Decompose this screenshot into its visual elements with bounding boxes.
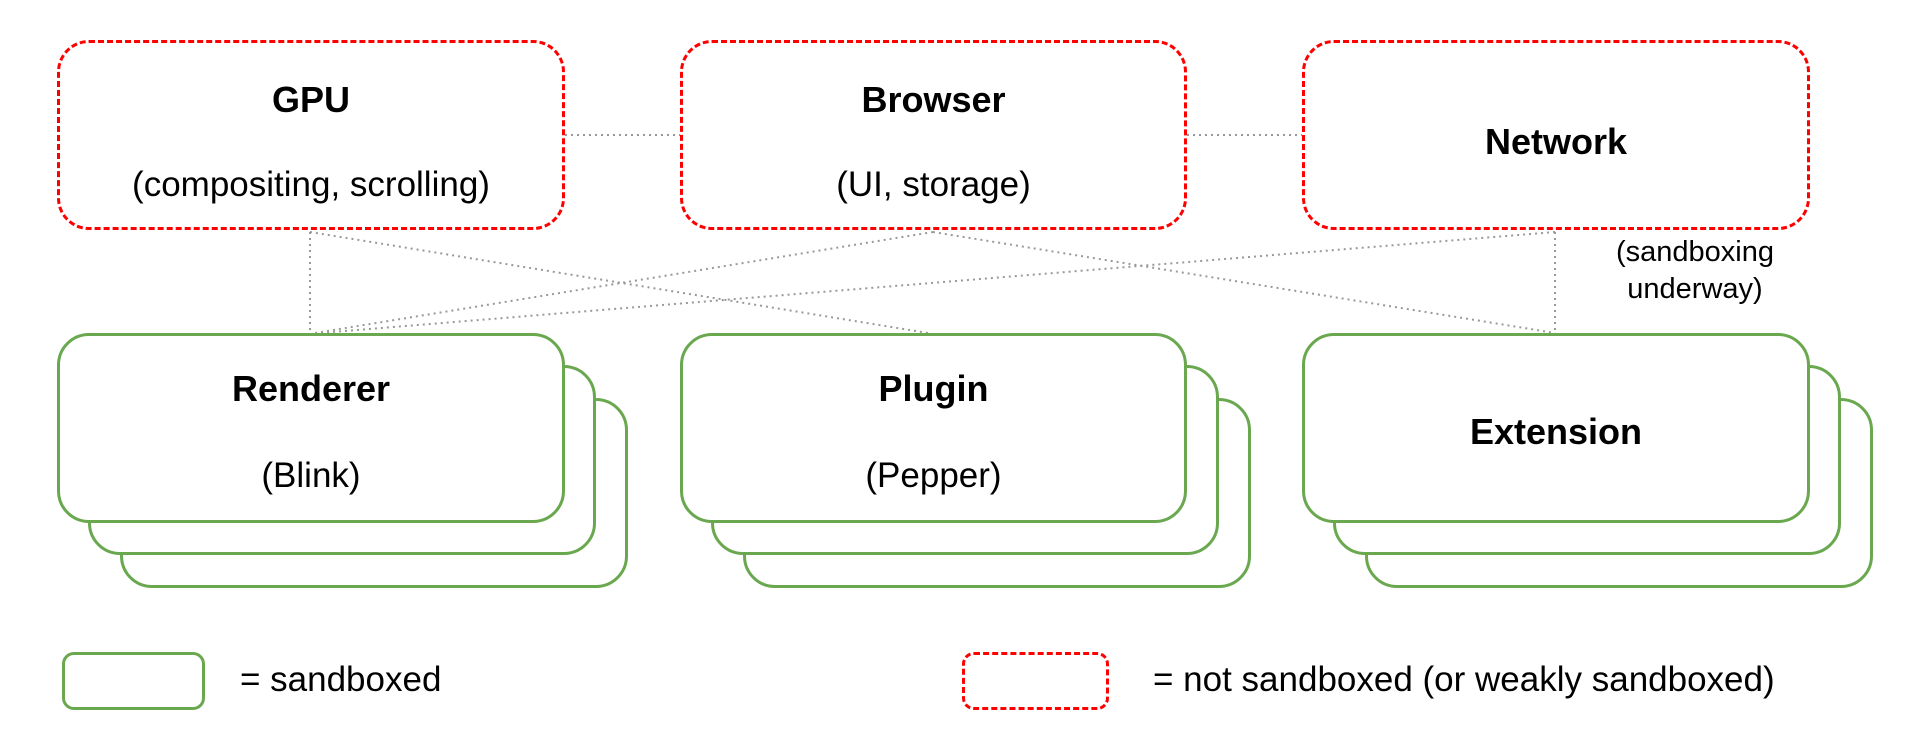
legend-not-sandboxed-swatch xyxy=(962,652,1109,710)
plugin-title: Plugin xyxy=(878,368,989,409)
line-browser-extension xyxy=(932,231,1556,334)
browser-subtitle: (UI, storage) xyxy=(836,165,1031,204)
browser-title: Browser xyxy=(861,79,1006,120)
renderer-subtitle: (Blink) xyxy=(261,456,361,495)
plugin-subtitle: (Pepper) xyxy=(865,456,1002,495)
renderer-title: Renderer xyxy=(231,368,391,409)
legend-sandboxed-label: = sandboxed xyxy=(240,660,442,699)
renderer-process-box: Renderer (Blink) xyxy=(57,333,565,523)
gpu-title: GPU xyxy=(271,79,350,120)
network-sandboxing-note: (sandboxing underway) xyxy=(1610,234,1780,308)
legend-sandboxed-swatch xyxy=(62,652,205,710)
extension-title: Extension xyxy=(1469,411,1643,452)
network-process-box: Network xyxy=(1302,40,1810,230)
gpu-process-box: GPU (compositing, scrolling) xyxy=(57,40,565,230)
line-network-renderer xyxy=(319,231,1556,334)
network-title: Network xyxy=(1484,121,1628,162)
browser-process-box: Browser (UI, storage) xyxy=(680,40,1187,230)
plugin-process-box: Plugin (Pepper) xyxy=(680,333,1187,523)
line-browser-renderer xyxy=(314,231,934,334)
gpu-subtitle: (compositing, scrolling) xyxy=(132,165,490,204)
extension-process-box: Extension xyxy=(1302,333,1810,523)
legend-not-sandboxed-label: = not sandboxed (or weakly sandboxed) xyxy=(1153,660,1775,699)
network-note-line1: (sandboxing xyxy=(1616,236,1774,268)
network-note-line2: underway) xyxy=(1627,273,1763,305)
